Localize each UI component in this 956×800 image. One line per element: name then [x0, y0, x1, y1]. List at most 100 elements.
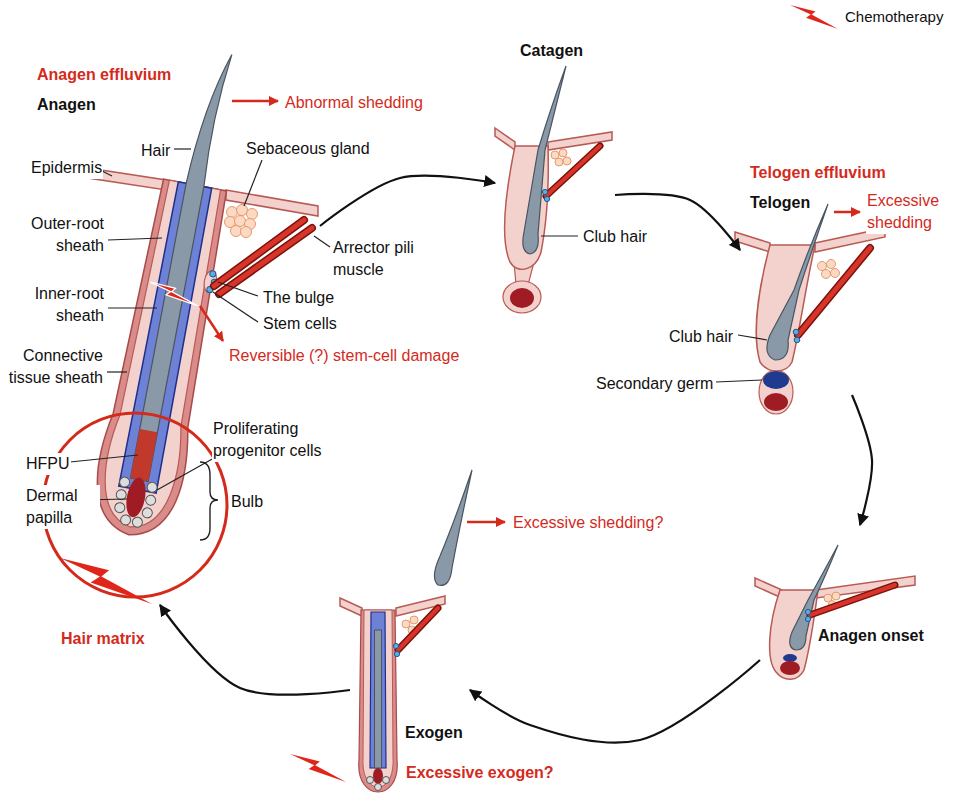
part-label: Club hair	[582, 226, 648, 248]
stage-title: Catagen	[520, 40, 583, 62]
illustration-part	[810, 585, 895, 615]
part-label: Hair matrix	[60, 628, 146, 650]
label-anchor: Stem cells	[262, 313, 338, 335]
part-label: Reversible (?) stem-cell damage	[228, 345, 460, 367]
legend-item: Chemotherapy	[790, 4, 950, 32]
label-anchor: Arrector pili muscle	[332, 237, 417, 281]
label-anchor: Secondary germ	[595, 373, 714, 395]
outer-root-sheath	[363, 610, 393, 787]
illustration-part	[145, 494, 157, 506]
illustration-part	[546, 146, 600, 196]
part-label: Stem cells	[262, 313, 338, 335]
label-anchor: Epidermis	[30, 157, 103, 179]
chemotherapy-bolt	[290, 754, 346, 782]
illustration-part	[219, 228, 312, 294]
follicle-body	[87, 44, 262, 542]
label-anchor: Club hair	[582, 226, 648, 248]
stage-region: Anagen onset	[760, 525, 930, 690]
illustration-part	[209, 270, 216, 277]
part-label: Abnormal shedding	[284, 92, 424, 114]
part-label: Excessive exogen?	[405, 762, 555, 784]
illustration-part	[563, 157, 571, 165]
progenitor-cells	[111, 476, 159, 530]
cycle-arrow	[320, 176, 495, 226]
papilla-sac	[503, 281, 541, 313]
illustration-part	[559, 149, 567, 157]
stem-cells	[805, 609, 810, 621]
part-label: Inner-root sheath	[5, 283, 105, 327]
illustration-part	[219, 228, 312, 294]
sebaceous-gland	[818, 260, 840, 279]
germ-sac	[759, 370, 793, 414]
cycle-arrow	[852, 395, 872, 525]
illustration-part	[542, 189, 547, 194]
illustration-part	[544, 196, 549, 201]
illustration-part	[393, 643, 398, 648]
part-label: Hair	[140, 140, 171, 162]
illustration-part	[108, 238, 162, 240]
label-anchor: Proliferating progenitor cells	[212, 418, 337, 462]
illustration-part	[227, 207, 238, 218]
dermal-papilla	[780, 661, 800, 675]
label-anchor: Hair	[140, 140, 171, 162]
label-anchor: Outer-root sheath	[5, 213, 105, 257]
label-anchor: Excessive shedding	[866, 190, 951, 234]
chemotherapy-bolt	[790, 5, 838, 29]
illustration-part	[146, 481, 158, 493]
label-anchor: Excessive exogen?	[405, 762, 555, 784]
label-anchor: Club hair	[668, 326, 734, 348]
illustration-part	[241, 227, 252, 238]
arrector-pili-muscle	[398, 608, 438, 650]
epidermis-band	[226, 190, 318, 216]
sebaceous-gland	[551, 149, 571, 166]
shedding-arrow	[467, 521, 505, 524]
bulb-bracket	[200, 462, 218, 540]
hair-shaft	[375, 630, 382, 768]
part-label: HFPU	[25, 453, 71, 475]
illustration-part	[214, 220, 304, 286]
label-anchor: Dermal papilla	[25, 485, 100, 529]
sebaceous-gland	[225, 205, 258, 238]
stem-cells	[393, 643, 399, 656]
stage-title: Anagen onset	[818, 625, 924, 647]
label-anchor: HFPU	[25, 453, 71, 475]
illustration-part	[235, 216, 246, 227]
label-anchor: Sebaceous gland	[245, 138, 371, 160]
illustration-part	[398, 608, 438, 650]
illustration-part	[827, 260, 836, 269]
illustration-part	[383, 777, 390, 784]
inner-root-sheath	[370, 612, 386, 768]
illustration-part	[237, 205, 248, 216]
shedding-arrow	[232, 100, 278, 103]
leader-line	[738, 335, 767, 340]
illustration-part	[410, 616, 418, 624]
anagen-onset-follicle	[755, 545, 915, 679]
cycle-arrow	[160, 605, 350, 695]
epidermis-band	[340, 598, 362, 616]
illustration-part	[231, 226, 242, 237]
illustration-part	[831, 269, 840, 278]
part-label: Proliferating progenitor cells	[212, 418, 337, 462]
illustration-part	[375, 784, 382, 791]
label-anchor: Excessive shedding?	[512, 512, 664, 534]
label-anchor: Hair matrix	[60, 628, 146, 650]
illustration-part	[157, 458, 214, 490]
chemotherapy-bolt	[150, 282, 198, 306]
illustration-part	[832, 592, 840, 600]
illustration-part	[394, 651, 399, 656]
telogen-follicle	[716, 204, 885, 414]
stage-title: Telogen effluvium	[750, 158, 886, 188]
damage-arrow	[200, 306, 223, 341]
part-label: Outer-root sheath	[5, 213, 105, 257]
shedding-arrow	[834, 211, 860, 214]
arrector-pili-muscle	[546, 146, 600, 196]
legend-text: Chemotherapy	[845, 8, 943, 25]
illustration-part	[174, 148, 191, 149]
illustration-part	[810, 585, 895, 615]
illustration-part	[70, 455, 138, 462]
part-label: Epidermis	[30, 157, 103, 179]
illustration-part	[314, 236, 330, 247]
part-label: Secondary germ	[595, 373, 714, 395]
